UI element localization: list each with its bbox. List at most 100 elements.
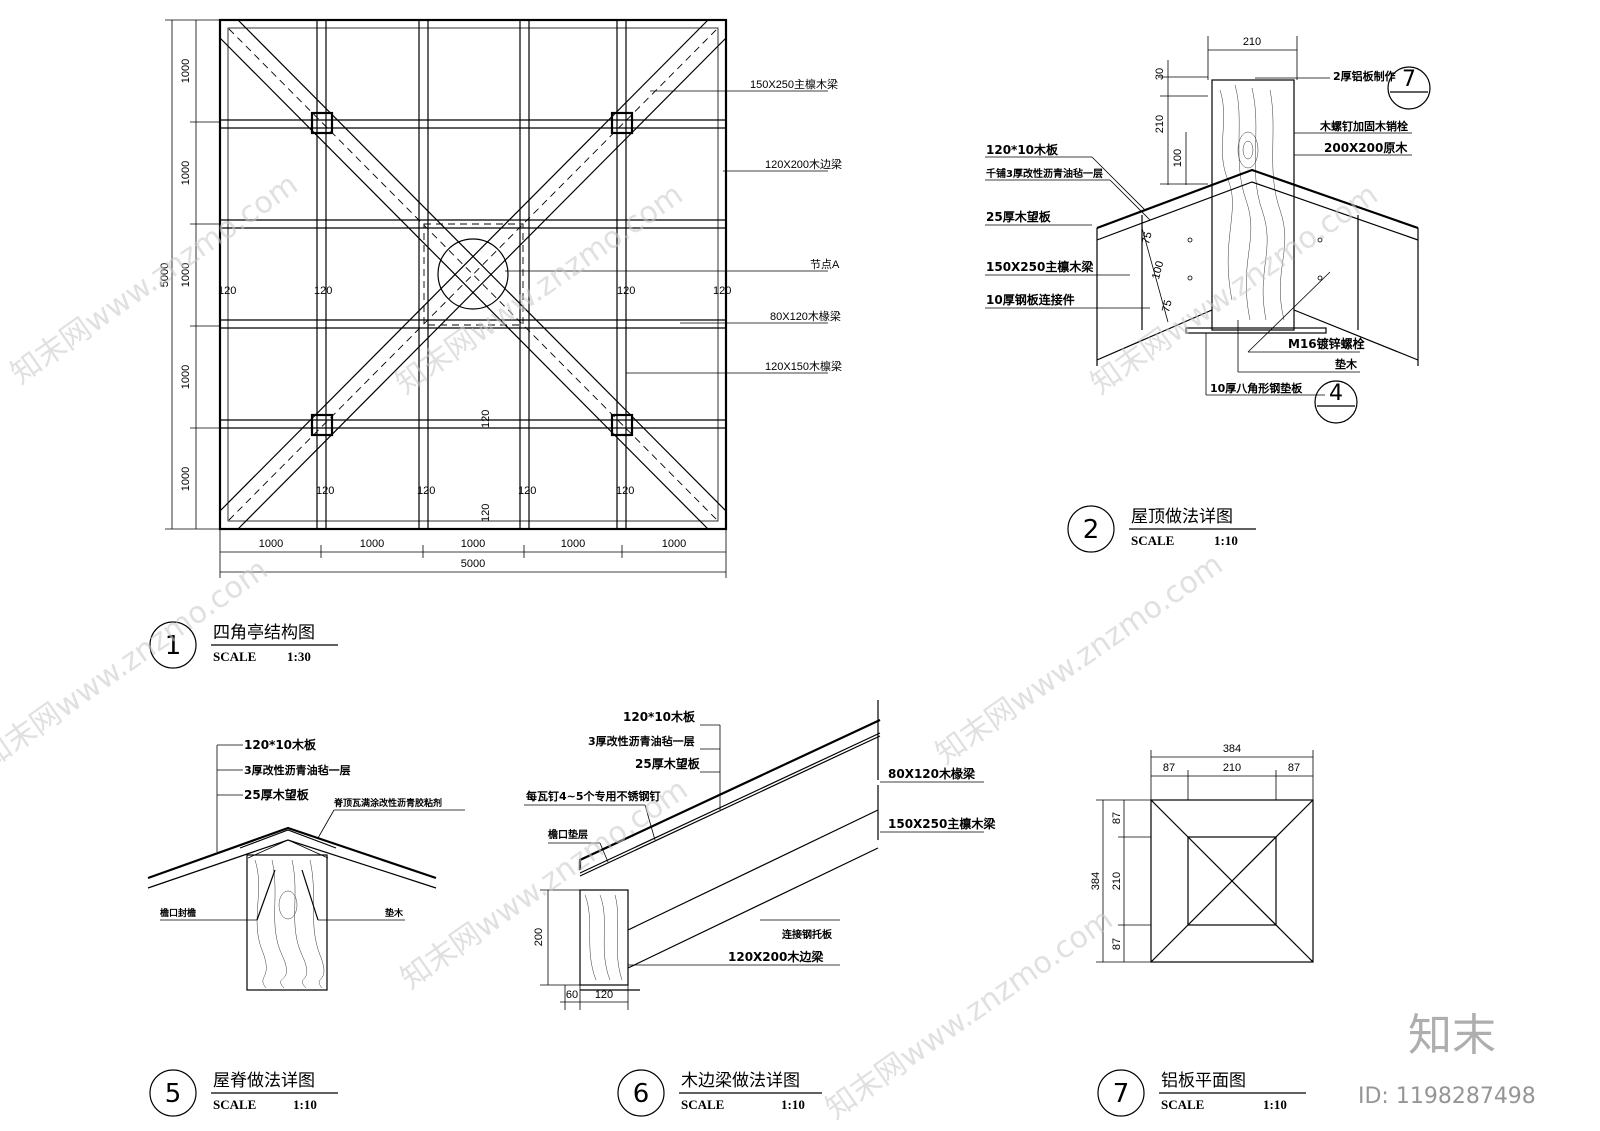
beam-dim: 60 xyxy=(566,989,578,1001)
roof-slopes xyxy=(1096,168,1419,366)
title-name: 铝板平面图 xyxy=(1161,1071,1246,1091)
watermark-text: 知末网www.znzmo.com xyxy=(390,177,690,402)
beam-edge-section xyxy=(579,889,629,986)
roof-dim-top: 210 xyxy=(1243,36,1261,48)
roof-label-left: 千铺3厚改性沥青油毡一层 xyxy=(986,167,1103,180)
plate-dim-left: 87 xyxy=(1111,938,1123,950)
ridge-label: 垫木 xyxy=(385,907,404,919)
ridge-post-timber xyxy=(246,854,328,991)
title-number: 6 xyxy=(633,1079,650,1109)
roof-label-left: 150X250主檩木梁 xyxy=(986,259,1093,274)
watermarks: 知末网www.znzmo.com 知末网www.znzmo.com 知末网www… xyxy=(0,167,1384,1127)
title-number: 1 xyxy=(165,631,182,661)
wood-grain xyxy=(1219,84,1286,321)
ridge-label: 3厚改性沥青油毡一层 xyxy=(244,763,351,777)
plan-dim-bottom: 1000 xyxy=(561,538,585,550)
beam-label: 檐口垫层 xyxy=(548,828,588,841)
roof-label-right: 垫木 xyxy=(1335,357,1358,371)
plan-dim-bottom: 1000 xyxy=(360,538,384,550)
plan-small-dim: 120 xyxy=(417,485,435,497)
roof-ref-bubble-7: 7 xyxy=(1387,66,1431,110)
roof-dim-vertical: 30 xyxy=(1154,68,1166,80)
plate-dim-left-total: 384 xyxy=(1090,872,1102,890)
plate-dim-top: 210 xyxy=(1223,762,1241,774)
roof-label-right: 2厚铝板制作 xyxy=(1333,69,1396,83)
beam-dim: 200 xyxy=(533,928,545,946)
title-scale-label: SCALE xyxy=(213,1097,256,1112)
plan-label-main-purlin: 150X250主檩木梁 xyxy=(750,77,838,91)
plan-small-dim: 120 xyxy=(713,285,731,297)
roof-left-leaders xyxy=(985,156,1151,309)
plan-small-dim: 120 xyxy=(616,485,634,497)
plan-dim-left: 1000 xyxy=(180,263,192,287)
roof-label-right: M16镀锌螺栓 xyxy=(1288,336,1365,351)
plate-dim-top-total: 384 xyxy=(1223,743,1241,755)
plan-bottom-dimension xyxy=(219,529,727,578)
pavilion-structure-plan: 150X250主檩木梁 120X200木边梁 节点A 80X120木椽梁 120… xyxy=(159,18,842,578)
ridge-label: 120*10木板 xyxy=(244,737,317,752)
ridge-label: 脊顶瓦满涂改性沥青胶粘剂 xyxy=(333,797,442,809)
plan-dim-bottom: 1000 xyxy=(662,538,686,550)
title-number: 2 xyxy=(1083,515,1100,545)
title-scale-value: 1:10 xyxy=(781,1097,805,1112)
ridge-detail: 120*10木板 3厚改性沥青油毡一层 25厚木望板 脊顶瓦满涂改性沥青胶粘剂 … xyxy=(147,737,465,991)
roof-label-right: 200X200原木 xyxy=(1324,140,1408,155)
roof-dim-vertical: 210 xyxy=(1154,115,1166,133)
beam-label: 120*10木板 xyxy=(623,709,696,724)
roof-post-timber xyxy=(1211,79,1295,331)
roof-detail: 210 30 210 100 xyxy=(985,36,1431,424)
plan-small-dim: 120 xyxy=(316,485,334,497)
plan-diagonal-beams xyxy=(219,19,727,530)
plan-dim-left: 1000 xyxy=(180,161,192,185)
plan-dim-bottom: 1000 xyxy=(259,538,283,550)
beam-label: 150X250主檩木梁 xyxy=(888,816,995,831)
title-number: 5 xyxy=(165,1079,182,1109)
title-name: 木边梁做法详图 xyxy=(681,1071,800,1091)
title-name: 四角亭结构图 xyxy=(213,623,315,643)
svg-text:7: 7 xyxy=(1402,67,1416,92)
plan-dim-left: 1000 xyxy=(180,467,192,491)
roof-side-dim: 100 xyxy=(1150,260,1166,281)
title-scale-label: SCALE xyxy=(1131,533,1174,548)
roof-side-dim: 75 xyxy=(1140,231,1155,246)
roof-right-leaders xyxy=(1205,77,1412,396)
title-block-7: 7 铝板平面图 SCALE 1:10 xyxy=(1097,1069,1306,1117)
node-a-circle xyxy=(437,238,509,310)
title-scale-label: SCALE xyxy=(1161,1097,1204,1112)
roof-label-right: 10厚八角形钢垫板 xyxy=(1210,381,1303,395)
title-scale-label: SCALE xyxy=(213,649,256,664)
watermark-text: 知末网www.znzmo.com xyxy=(930,547,1230,772)
roof-dim-vertical: 100 xyxy=(1172,149,1184,167)
title-name: 屋顶做法详图 xyxy=(1131,507,1233,527)
plan-dim-bottom-total: 5000 xyxy=(461,558,485,570)
plan-small-dim: 120 xyxy=(218,285,236,297)
beam-label: 每瓦钉4~5个专用不锈钢钉 xyxy=(526,789,661,803)
watermark-text: 知末网www.znzmo.com xyxy=(0,552,274,777)
roof-ref-bubble-4: 4 xyxy=(1314,380,1358,424)
plan-small-dim: 120 xyxy=(480,504,492,522)
title-scale-value: 1:30 xyxy=(287,649,311,664)
plan-small-dim: 120 xyxy=(314,285,332,297)
title-scale-value: 1:10 xyxy=(293,1097,317,1112)
title-scale-label: SCALE xyxy=(681,1097,724,1112)
beam-label: 80X120木椽梁 xyxy=(888,766,975,781)
plan-small-dim: 120 xyxy=(617,285,635,297)
roof-label-left: 10厚钢板连接件 xyxy=(986,292,1075,307)
plan-posts xyxy=(310,111,634,437)
watermark-text: 知末网www.znzmo.com xyxy=(820,902,1120,1127)
plan-dim-bottom: 1000 xyxy=(461,538,485,550)
title-scale-value: 1:10 xyxy=(1263,1097,1287,1112)
roof-label-left: 120*10木板 xyxy=(986,142,1059,157)
plan-horizontal-beams xyxy=(220,119,726,429)
title-scale-value: 1:10 xyxy=(1214,533,1238,548)
plan-dim-left: 1000 xyxy=(180,59,192,83)
beam-dim: 120 xyxy=(595,989,613,1001)
plan-dim-left: 1000 xyxy=(180,365,192,389)
plan-small-dim: 120 xyxy=(480,410,492,428)
title-block-6: 6 木边梁做法详图 SCALE 1:10 xyxy=(617,1069,822,1117)
aluminium-plate-plan: 384 87 210 87 384 87 210 87 xyxy=(1090,743,1314,963)
roof-label-right: 木螺钉加固木销栓 xyxy=(1319,119,1408,133)
plate-dim-top: 87 xyxy=(1288,762,1300,774)
plan-outer-frame xyxy=(218,18,728,531)
plate-dim-left: 210 xyxy=(1111,872,1123,890)
